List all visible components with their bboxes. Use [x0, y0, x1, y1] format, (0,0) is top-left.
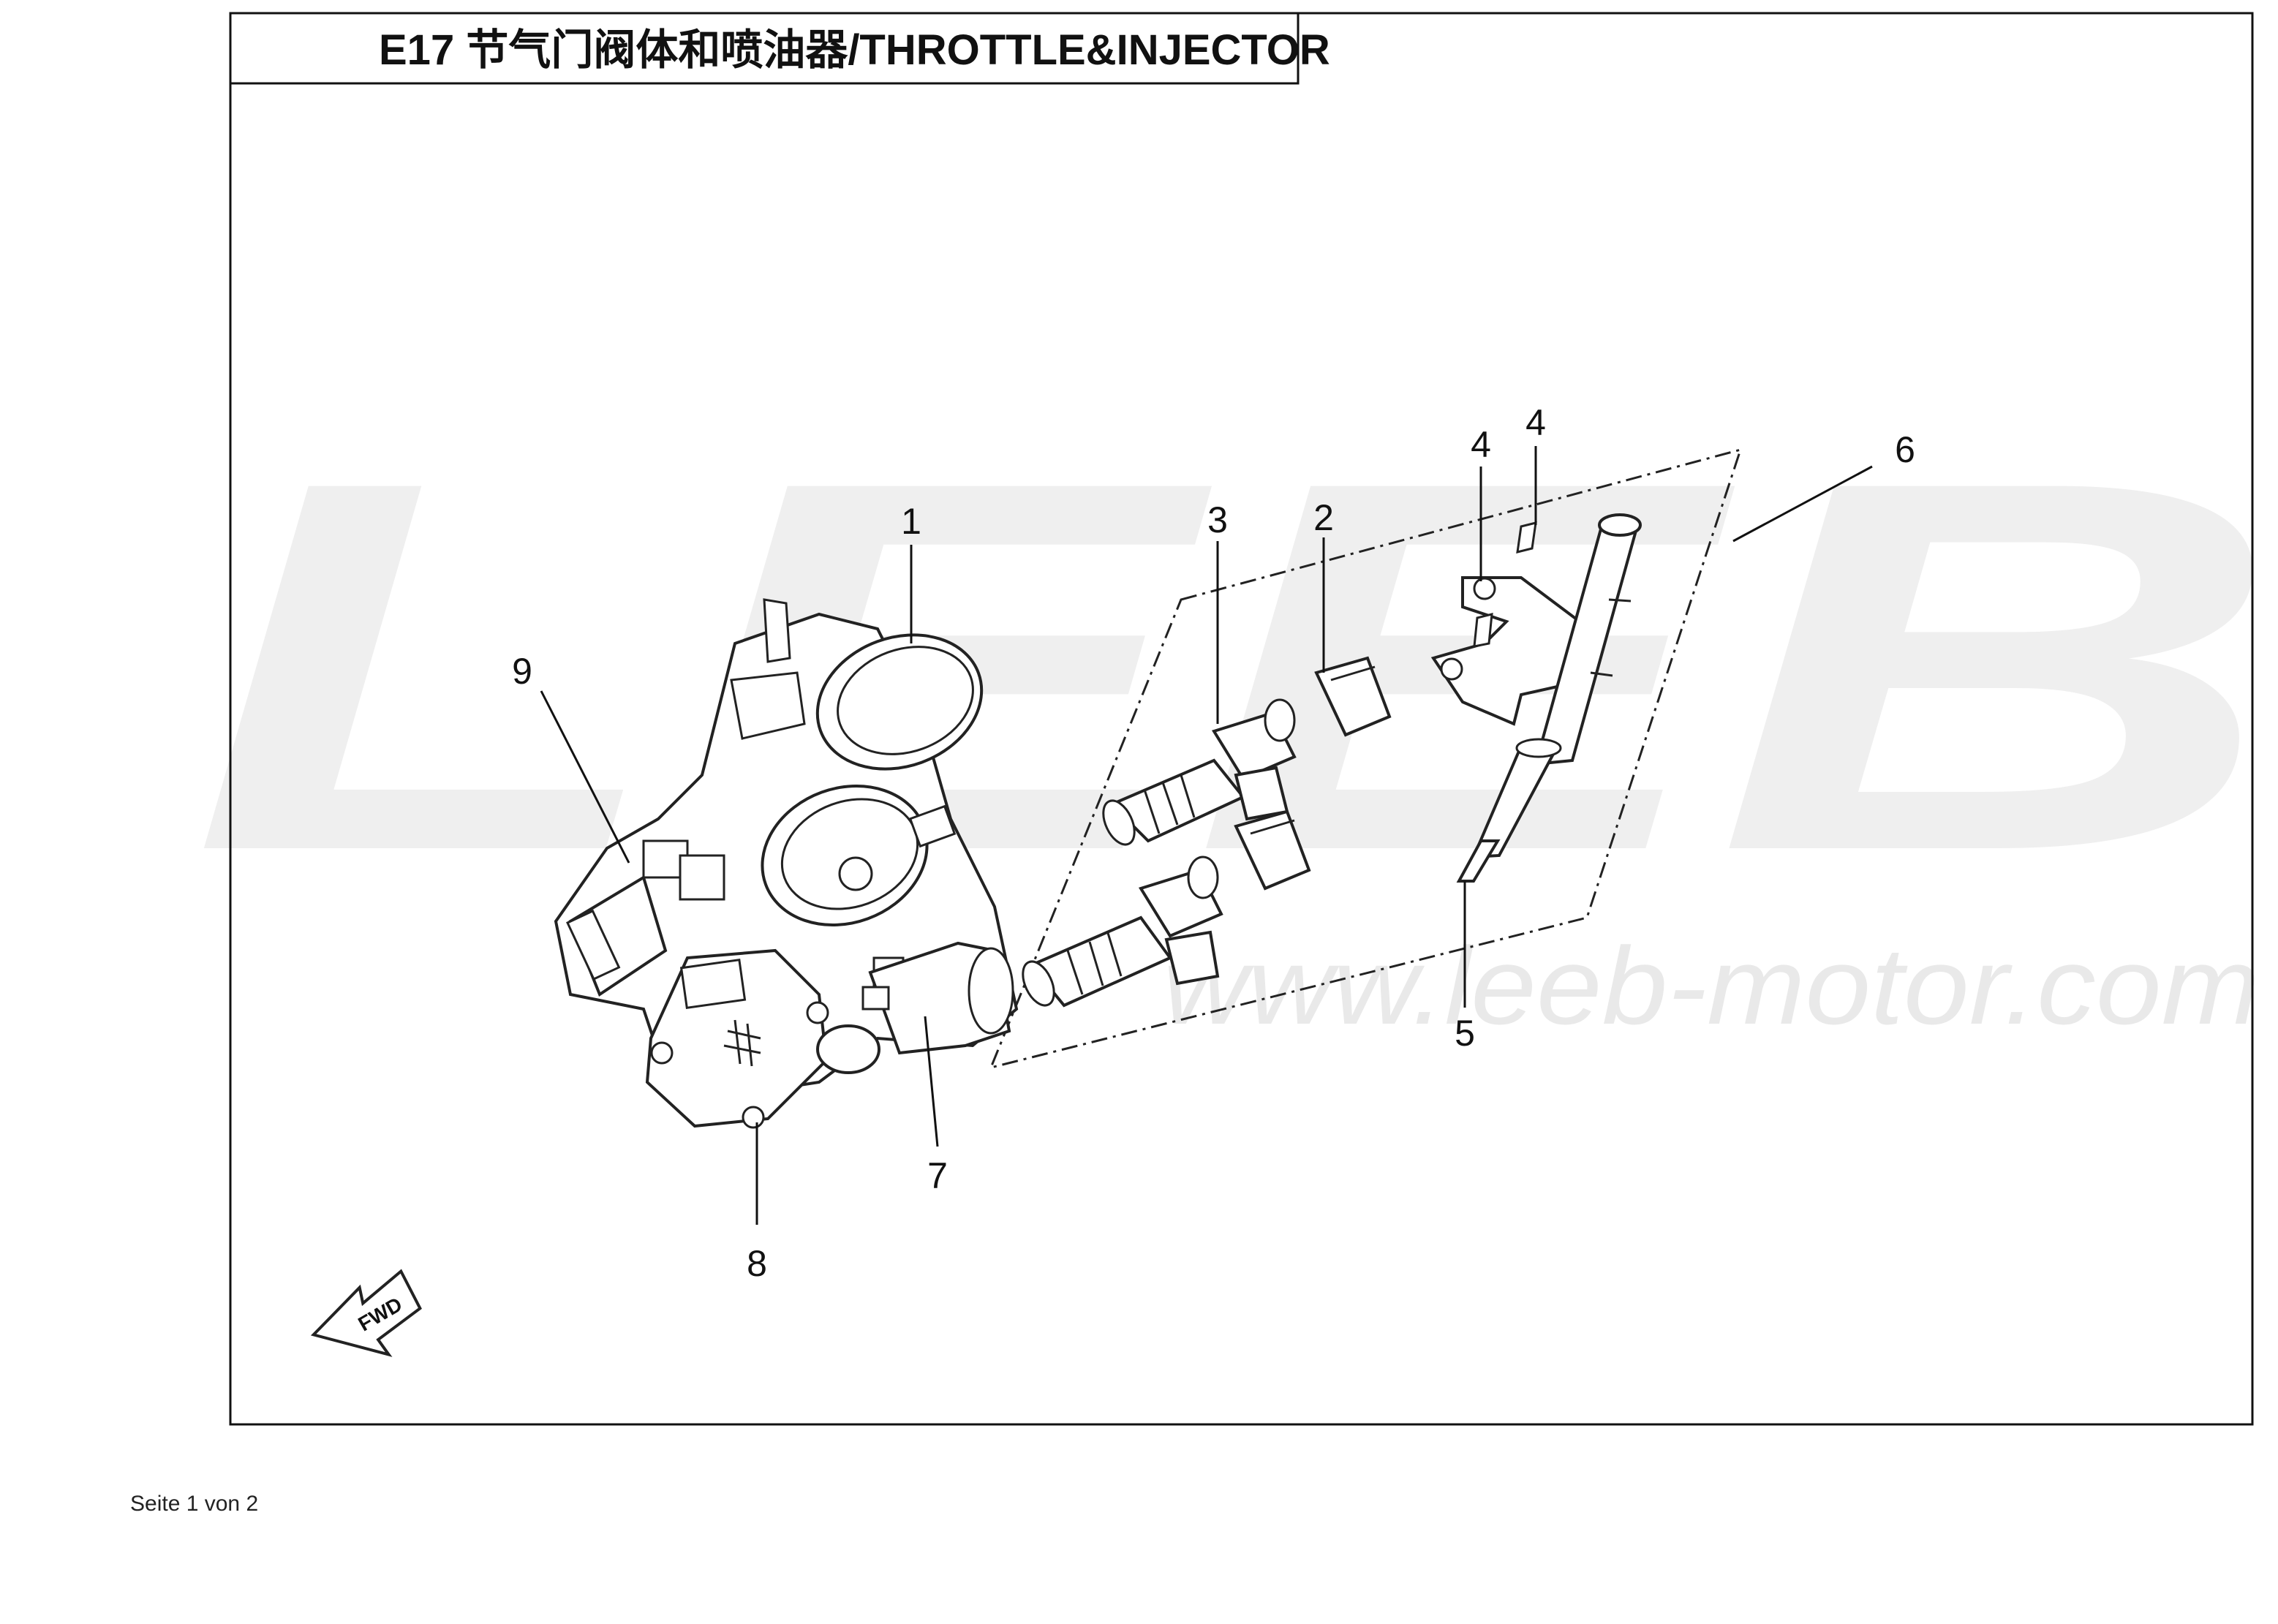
- leader-lines: [540, 446, 1873, 1225]
- title-box: [229, 12, 1300, 85]
- callout-9: 9: [512, 651, 532, 692]
- callout-5: 5: [1455, 1013, 1475, 1054]
- callout-4a: 4: [1471, 424, 1491, 465]
- idle-air-valve: [861, 941, 1014, 1055]
- watermark-url: www.leeb-motor.com: [1163, 924, 2260, 1047]
- callout-7: 7: [927, 1155, 948, 1196]
- callouts: 1 2 3 4 4 5 6 7 8 9: [512, 402, 1915, 1284]
- rail-bracket: [1430, 521, 1589, 726]
- fuel-rail: [1456, 513, 1642, 883]
- callout-3: 3: [1207, 499, 1228, 540]
- watermark-brand: LEEB: [190, 371, 2278, 960]
- callout-6: 6: [1895, 429, 1915, 470]
- callout-4b: 4: [1525, 402, 1546, 443]
- injector-lower: [1022, 856, 1223, 1008]
- injector-upper: [1102, 698, 1297, 846]
- page-footer: Seite 1 von 2: [130, 1492, 259, 1516]
- forward-arrow: FWD: [310, 1269, 422, 1357]
- sensor-connector: [566, 839, 725, 997]
- throttle-position-sensor: [645, 948, 880, 1129]
- injector-clips: [1234, 656, 1392, 891]
- watermark: LEEB www.leeb-motor.com: [190, 371, 2278, 1047]
- callout-8: 8: [747, 1243, 767, 1284]
- injector-group-outline: [989, 447, 1743, 1070]
- callout-1: 1: [901, 501, 921, 542]
- page-title: E17 节气门阀体和喷油器/THROTTLE&INJECTOR: [379, 26, 1330, 74]
- callout-2: 2: [1313, 497, 1334, 538]
